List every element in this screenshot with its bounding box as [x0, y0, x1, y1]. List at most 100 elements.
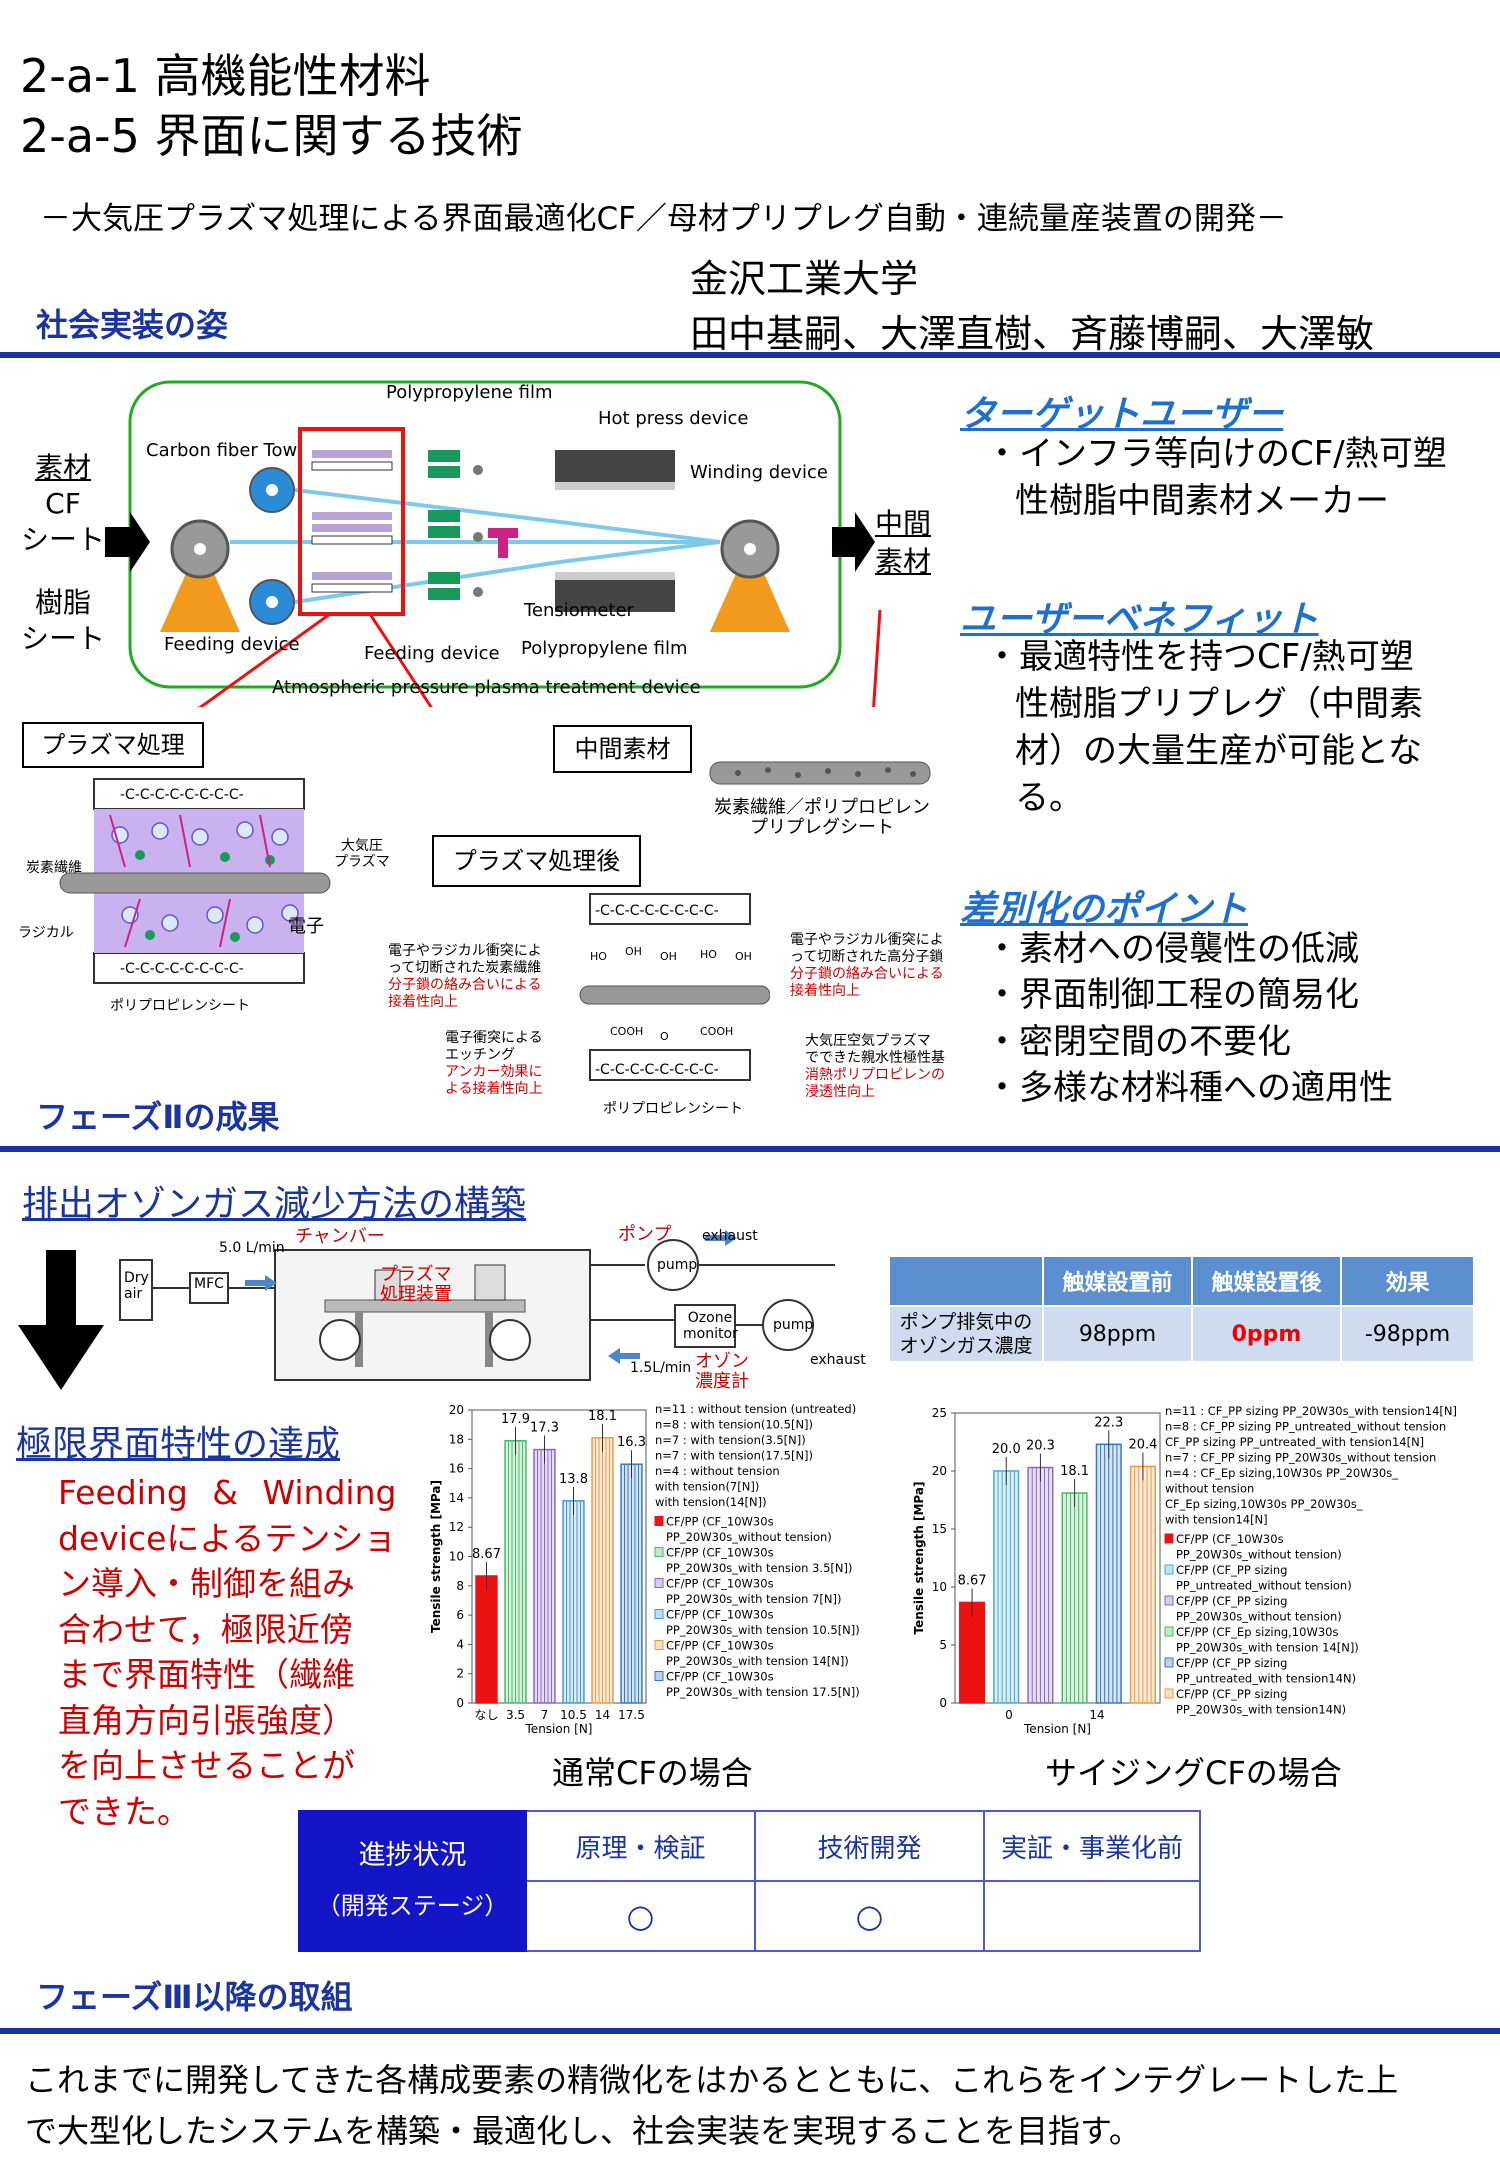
benefit-line-2: 性樹脂プリプレグ（中間素 [1015, 684, 1423, 724]
limit-heading: 極限界面特性の達成 [16, 1424, 341, 1465]
chart-1-xtick-label-1: 3.5 [506, 1708, 525, 1722]
chart-1-xtick-label-3: 10.5 [560, 1708, 587, 1722]
ann-l1-b: って切断された炭素繊維 [388, 960, 542, 976]
chart-2-ylabel: Tensile strength [MPa] [912, 1482, 926, 1635]
chart-1-ytick-label-1: 2 [456, 1667, 464, 1681]
chart-1-legend-2: CF/PP (CF_10W30s [666, 1546, 774, 1560]
limit-line-8: できた。 [58, 1791, 190, 1831]
chain-top-1: -C-C-C-C-C-C-C-C- [120, 787, 244, 803]
chart-2-ytick-label-0: 0 [939, 1696, 947, 1710]
label-pp-film-bottom: Polypropylene film [521, 638, 688, 659]
label-cf-tow: Carbon fiber Tow [146, 440, 298, 461]
input-cf-2: CF [45, 487, 81, 520]
orl-1: ポンプ排気中の [899, 1311, 1033, 1333]
ozone-th-3: 効果 [1340, 1255, 1475, 1307]
atm-1: 大気圧 [340, 838, 383, 854]
chart-1-legend-0: CF/PP (CF_10W30s [666, 1515, 774, 1529]
ozone-flow-1: 5.0 L/min [219, 1240, 285, 1256]
input-resin-1: 樹脂 [34, 586, 91, 619]
input-cf-1: 素材 [34, 451, 91, 484]
chart-2-legend-0: CF/PP (CF_10W30s [1176, 1532, 1284, 1546]
chart-2-legend-8: CF/PP (CF_PP sizing [1176, 1656, 1287, 1670]
om-2: monitor [683, 1326, 738, 1342]
opd-2: 処理装置 [380, 1284, 452, 1305]
ann-l1-a: 電子やラジカル衝突によ [388, 943, 542, 959]
progress-col-3: 実証・事業化前 [983, 1810, 1201, 1882]
ann-r1-a: 電子やラジカル衝突によ [790, 932, 944, 948]
chart-1-legend-4: CF/PP (CF_10W30s [666, 1577, 774, 1591]
ozone-th-0 [888, 1255, 1044, 1307]
limit-line-7: を向上させることが [58, 1746, 355, 1785]
limit-line-6: 直角方向引張強度） [58, 1700, 355, 1740]
ann-right-1: 電子やラジカル衝突によって切断された高分子鎖分子鎖の絡み合いによる接着性向上 [790, 932, 944, 1000]
chart-1-ytick-label-7: 14 [449, 1491, 464, 1505]
section-heading-1: 社会実装の姿 [36, 306, 229, 344]
chart-2-legend-n-7: with tension14[N] [1165, 1513, 1268, 1527]
process-diagram [105, 380, 882, 707]
user-benefit-heading: ユーザーベネフィット [960, 599, 1319, 640]
chart-1-legend-n-6: with tension(14[N]) [655, 1495, 767, 1509]
prepreg-illustration [709, 761, 931, 785]
prepreg-2: プリプレグシート [750, 817, 894, 838]
label-radical: ラジカル [18, 925, 74, 941]
section-heading-3: フェーズⅢ以降の取組 [36, 1978, 353, 2016]
progress-table: 進捗状況（開発ステージ） 原理・検証 技術開発 実証・事業化前 ○ ○ [298, 1810, 1201, 1952]
chart-1-legend-n-2: n=7 : with tension(3.5[N]) [655, 1433, 806, 1447]
chart-1-legend-5: PP_20W30s_with tension 7[N]) [666, 1592, 841, 1606]
target-user-heading: ターゲットユーザー [960, 394, 1284, 435]
ozone-flow-2: 1.5L/min [630, 1360, 692, 1376]
chart-2-legend-1: PP_20W30s_without tension) [1176, 1548, 1342, 1562]
title-line-2: 2-a-5 界面に関する技術 [20, 109, 523, 163]
chart-2-xlabel: Tension [N] [1023, 1722, 1091, 1736]
chart-1-ytick-label-4: 8 [456, 1579, 464, 1593]
limit-line-3: ン導入・制御を組み [58, 1564, 355, 1603]
chart-1-legend-9: PP_20W30s_with tension 14[N]) [666, 1654, 849, 1668]
chart-2-title: サイジングCFの場合 [1045, 1754, 1342, 1792]
label-tensiometer: Tensiometer [524, 600, 634, 621]
input-resin-sheet: 樹脂シート [18, 585, 108, 657]
chart-2-legend-2: CF/PP (CF_PP sizing [1176, 1563, 1287, 1577]
chart-2-legend-3: PP_untreated_without tension) [1176, 1579, 1352, 1593]
diff-item-2: ・界面制御工程の簡易化 [985, 975, 1359, 1015]
ozone-th-2: 触媒設置後 [1191, 1255, 1342, 1307]
chart-2-legend-5: PP_20W30s_without tension) [1176, 1610, 1342, 1624]
chart-2-legend-7: PP_20W30s_with tension 14[N]) [1176, 1641, 1359, 1655]
ozone-heading: 排出オゾンガス減少方法の構築 [22, 1184, 527, 1225]
chart-2-legend-11: PP_20W30s_with tension14N) [1176, 1703, 1346, 1717]
meter-1: オゾン [695, 1351, 749, 1372]
om-1: Ozone [687, 1310, 733, 1326]
chart-2-ytick-label-4: 20 [932, 1464, 947, 1478]
organization: 金沢工業大学 [690, 257, 919, 301]
chart-2-legend-9: PP_untreated_with tension14N) [1176, 1672, 1356, 1686]
ozone-row-label: ポンプ排気中のオゾンガス濃度 [888, 1305, 1044, 1363]
label-pp-sheet-1: ポリプロピレンシート [110, 998, 250, 1014]
chart-1-legend-swatch-5 [654, 1671, 664, 1681]
phase3-line-1: これまでに開発してきた各構成要素の精微化をはかるとともに、これらをインテグレート… [25, 2061, 1399, 2099]
chart-2-xtick-label-1: 14 [1089, 1708, 1104, 1722]
chart-1-legend-swatch-1 [654, 1547, 664, 1557]
chart-1-legend-swatch-2 [654, 1578, 664, 1588]
chart-2-legend-swatch-4 [1164, 1657, 1174, 1668]
ann-r2-d: 浸透性向上 [805, 1084, 875, 1100]
chart-1-legend-6: CF/PP (CF_10W30s [666, 1608, 774, 1622]
progress-h1: 進捗状況 [358, 1840, 467, 1871]
ozone-pump-1: pump [657, 1257, 698, 1273]
box-after-plasma: プラズマ処理後 [432, 835, 641, 887]
chart-1-xtick-label-0: なし [474, 1708, 498, 1722]
chart-2-legend-n-1: n=8 : CF_PP sizing PP_untreated_without … [1165, 1420, 1446, 1434]
ann-r1-c: 分子鎖の絡み合いによる [790, 966, 944, 982]
title-line-1: 2-a-1 高機能性材料 [20, 49, 431, 103]
chart-2-legend-n-2: CF_PP sizing PP_untreated_with tension14… [1165, 1435, 1424, 1449]
limit-line-2: deviceによるテンショ [58, 1518, 397, 1558]
input-resin-2: シート [20, 622, 105, 655]
section-rule-3 [0, 2028, 1500, 2034]
ann-r2-b: でできた親水性極性基 [805, 1050, 945, 1066]
chart-1-legend-1: PP_20W30s_without tension) [666, 1530, 832, 1544]
chart-2-legend-swatch-2 [1164, 1595, 1174, 1606]
chart-2-xtick-label-0: 0 [1005, 1708, 1013, 1722]
box-plasma-treatment: プラズマ処理 [22, 722, 204, 768]
chart-2-ytick-label-5: 25 [932, 1406, 947, 1420]
benefit-line-4: る。 [1015, 778, 1083, 818]
